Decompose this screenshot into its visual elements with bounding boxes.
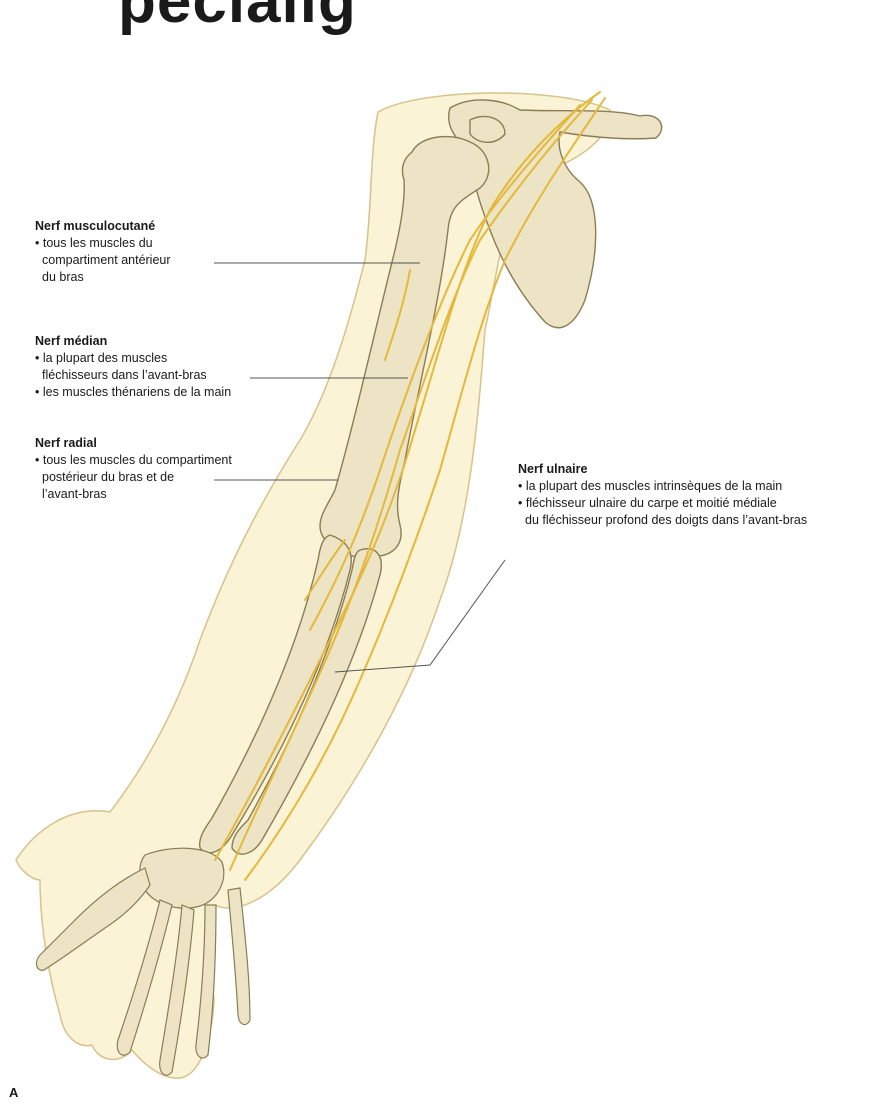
label-line: tous les muscles du compartiment [35,452,232,469]
label-title: Nerf musculocutané [35,218,171,235]
panel-letter: A [9,1085,18,1100]
label-line: postérieur du bras et de [35,469,232,486]
label-line: compartiment antérieur [35,252,171,269]
label-ulnar-nerve: Nerf ulnaire la plupart des muscles intr… [518,461,807,529]
label-line: la plupart des muscles intrinsèques de l… [518,478,807,495]
label-line: la plupart des muscles [35,350,231,367]
label-musculocutaneous-nerve: Nerf musculocutané tous les muscles du c… [35,218,171,286]
label-line: du bras [35,269,171,286]
label-median-nerve: Nerf médian la plupart des muscles fléch… [35,333,231,401]
label-line: l’avant-bras [35,486,232,503]
label-line: fléchisseurs dans l’avant-bras [35,367,231,384]
label-line: du fléchisseur profond des doigts dans l… [518,512,807,529]
label-title: Nerf médian [35,333,231,350]
label-title: Nerf radial [35,435,232,452]
label-radial-nerve: Nerf radial tous les muscles du comparti… [35,435,232,503]
label-line: tous les muscles du [35,235,171,252]
label-line: fléchisseur ulnaire du carpe et moitié m… [518,495,807,512]
label-title: Nerf ulnaire [518,461,807,478]
label-line: les muscles thénariens de la main [35,384,231,401]
